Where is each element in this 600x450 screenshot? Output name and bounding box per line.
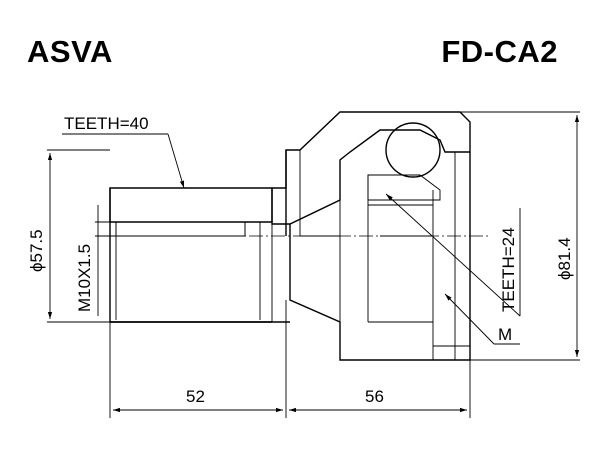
housing-outline	[285, 150, 471, 361]
part-number: FD-CA2	[441, 34, 558, 69]
diameter-right-label: ϕ81.4	[555, 237, 574, 280]
diameter-left-label: ϕ57.5	[27, 229, 46, 272]
teeth-outer-leader	[167, 133, 185, 189]
teeth-inner-label: TEETH=24	[499, 227, 518, 312]
brand-title: ASVA	[27, 34, 113, 69]
marker-leader	[444, 293, 495, 345]
housing-section-top	[271, 111, 471, 225]
thread-hatch	[115, 221, 246, 237]
thread-label: M10X1.5	[75, 244, 94, 312]
ball-circle	[385, 122, 441, 178]
length-left-label: 52	[186, 387, 205, 406]
shaft-outline	[109, 188, 272, 323]
spline-section-top	[109, 187, 273, 223]
teeth-outer-label: TEETH=40	[64, 114, 149, 133]
thread-bore	[116, 222, 246, 237]
inner-race-top	[367, 174, 441, 201]
length-right-label: 56	[365, 387, 384, 406]
teeth-inner-leader	[385, 193, 521, 317]
marker-label: M	[498, 325, 512, 344]
